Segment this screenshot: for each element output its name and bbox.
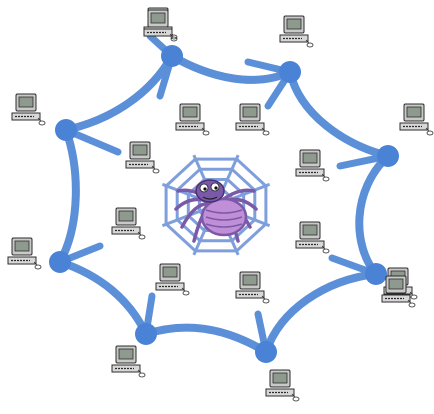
computer-icon	[143, 9, 178, 42]
computer-icon	[399, 103, 434, 136]
ring-node	[161, 45, 183, 67]
ring-node	[279, 61, 301, 83]
spider-icon	[174, 179, 258, 243]
computer-icon	[155, 263, 190, 296]
computer-icon	[111, 207, 146, 240]
ring-node	[377, 145, 399, 167]
computer-icon	[279, 15, 314, 48]
ring-node	[49, 251, 71, 273]
computer-icon	[111, 345, 146, 378]
computer-icon	[265, 369, 300, 402]
computer-icon	[381, 275, 416, 308]
computer-icon	[7, 237, 42, 270]
computer-icon	[235, 271, 270, 304]
computers	[7, 7, 434, 402]
computer-icon	[175, 103, 210, 136]
ring-node	[255, 341, 277, 363]
ring-node	[135, 323, 157, 345]
ring-node	[365, 263, 387, 285]
computer-icon	[125, 141, 160, 174]
computer-icon	[235, 103, 270, 136]
ring-nodes	[49, 45, 399, 363]
ring-node	[55, 119, 77, 141]
computer-icon	[295, 149, 330, 182]
computer-icon	[295, 221, 330, 254]
computer-icon	[11, 93, 46, 126]
spider-on-web-icon	[161, 154, 271, 256]
